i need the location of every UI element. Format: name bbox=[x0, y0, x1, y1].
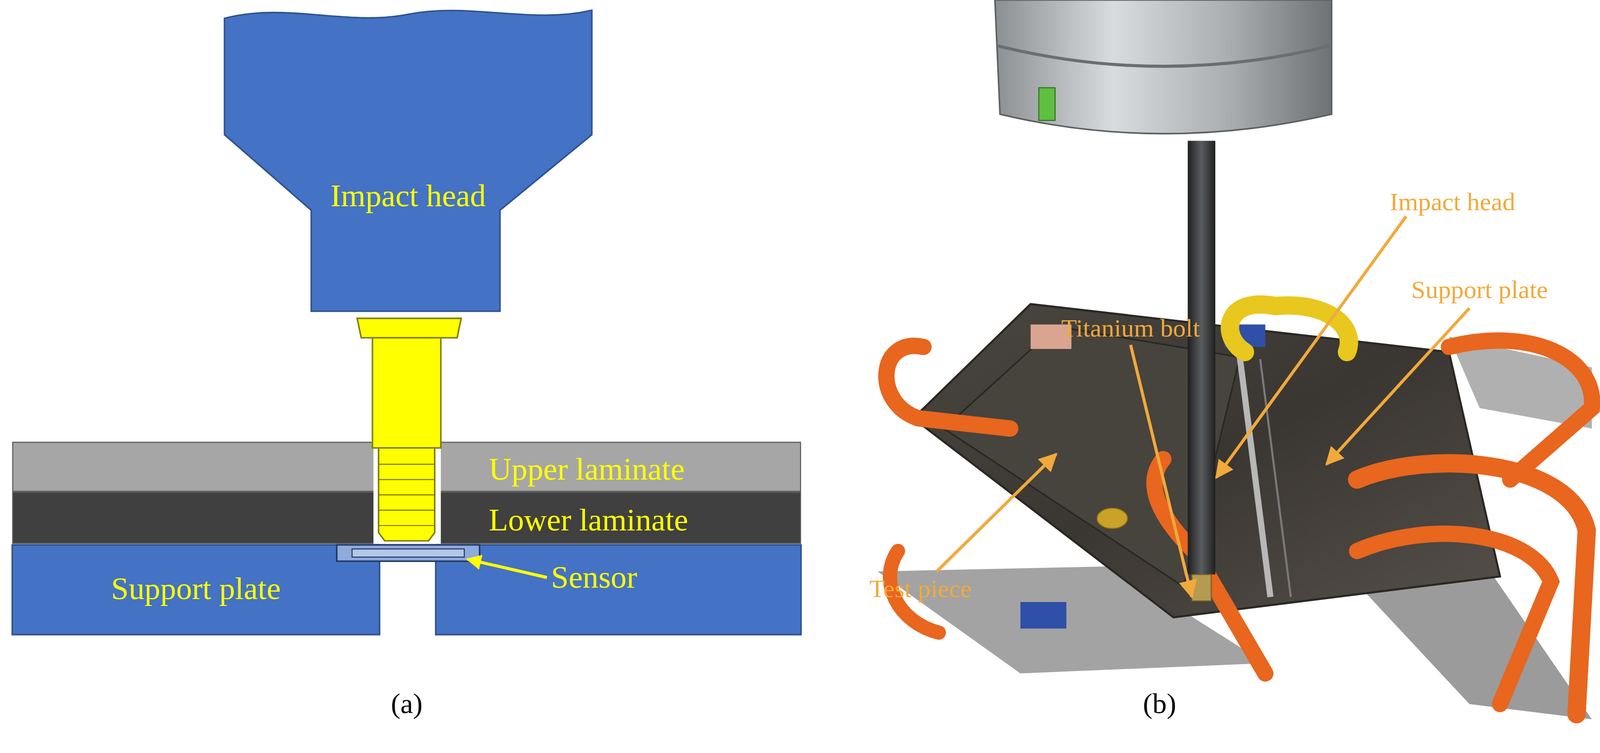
angle-rail bbox=[1326, 550, 1593, 720]
bolt-shank bbox=[372, 337, 441, 448]
support-block bbox=[435, 544, 801, 635]
laminate-band: Support plate bbox=[12, 544, 801, 635]
clamp bbox=[1357, 533, 1552, 704]
bolt-thread bbox=[378, 447, 436, 541]
impactor-groove bbox=[997, 45, 1330, 67]
impact-head: Impact head bbox=[224, 0, 592, 312]
leader-arrow bbox=[936, 453, 1056, 572]
steel-strip bbox=[1239, 357, 1271, 597]
leader-arrow bbox=[1216, 216, 1407, 477]
laminate-band: Upper laminate bbox=[12, 441, 801, 492]
panel-label: (a) bbox=[390, 689, 423, 719]
clamp bbox=[1449, 340, 1593, 480]
callout-label: Titanium bolt bbox=[1061, 315, 1200, 341]
node-label: Impact head bbox=[265, 179, 551, 212]
titanium-bolt-photo bbox=[1191, 574, 1211, 601]
bolt-head bbox=[357, 318, 462, 338]
leader-arrow bbox=[1326, 307, 1470, 464]
clamp bbox=[1230, 304, 1349, 352]
bolt-hole bbox=[373, 441, 441, 544]
laminate-band: Lower laminate bbox=[12, 491, 801, 544]
node-label: Support plate bbox=[12, 572, 380, 604]
sensor-plate bbox=[336, 544, 480, 561]
support-plate-photo bbox=[913, 303, 1501, 618]
panel-label: (b) bbox=[1142, 689, 1177, 719]
impactor-body bbox=[994, 0, 1332, 134]
blue-block bbox=[1224, 324, 1266, 347]
clamp bbox=[886, 345, 1011, 429]
callout-label: Impact head bbox=[1389, 188, 1516, 215]
node-label: Upper laminate bbox=[488, 452, 796, 485]
angle-rail bbox=[1449, 336, 1593, 429]
thread-line bbox=[378, 524, 436, 526]
clamp bbox=[1357, 463, 1588, 715]
bubble-level bbox=[1038, 87, 1055, 121]
callout-label: Test piece bbox=[869, 575, 972, 601]
brass-disc bbox=[1096, 508, 1128, 529]
sensor-element bbox=[352, 548, 465, 557]
clamp bbox=[1154, 459, 1266, 674]
thread-line bbox=[378, 494, 436, 496]
thread-line bbox=[378, 509, 436, 511]
impact-head-shape bbox=[224, 10, 592, 312]
sensor-leader bbox=[467, 558, 547, 578]
steel-strip bbox=[1260, 359, 1291, 597]
blue-block bbox=[1020, 601, 1067, 629]
thread-line bbox=[378, 478, 436, 480]
test-piece-photo bbox=[944, 326, 1240, 587]
leader-arrow bbox=[1130, 344, 1192, 597]
support-block bbox=[12, 544, 380, 635]
thread-line bbox=[378, 463, 436, 465]
callout-label: Support plate bbox=[1411, 276, 1548, 302]
impactor-rod bbox=[1187, 140, 1216, 575]
node-label: Lower laminate bbox=[488, 503, 796, 536]
callout-label: Sensor bbox=[550, 560, 638, 593]
impact-head-outline bbox=[224, 0, 592, 312]
